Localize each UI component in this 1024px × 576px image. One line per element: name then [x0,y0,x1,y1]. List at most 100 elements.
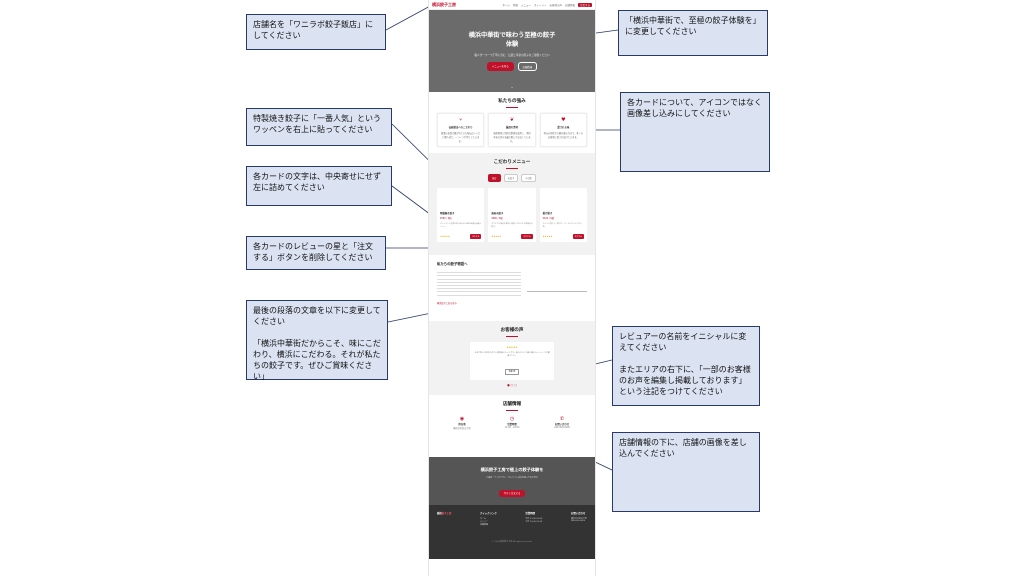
footer-link[interactable]: 店舗情報 [480,524,489,526]
story-section: 私たちの餃子物語へ 横浜餃子工房の歩み [429,255,595,321]
reviews-section: お客様の声 ★★★★★ 今まで食べた餃子の中で一番美味しかったです。皮のパリパリ… [429,321,595,395]
cta-title: 横浜餃子工房で極上の餃子体験を [480,467,544,472]
store-info-item: ◉ 所在地 横浜市中区山下町 [443,416,481,430]
menu-card-desc: カリッと香ばしく揚げた、ビールにぴったりの一品。 [542,223,583,228]
footer-col-title: お問い合わせ [570,512,586,515]
store-info-item: ◷ 営業時間 11:00 - 22:00 [493,416,531,430]
footer-col: クイックリンク ホーム メニュー 店舗情報 [480,511,497,526]
menu-section: こだわりメニュー 焼き 水餃子 その他 特製焼き餃子 ¥580 / 6個 パリッ… [429,153,595,255]
nav-link-menu[interactable]: メニュー [520,3,531,7]
annotation-badge: 特製焼き餃子に「一番人気」というワッペンを右上に貼ってください [246,108,392,146]
store-info-title: 営業時間 [507,423,517,426]
nav-order-button[interactable]: 注文する [577,2,592,7]
menu-card-image [542,191,584,211]
footer-text: 横浜市中区山下町 [570,518,587,520]
feature-card-title: 厳選の食材 [506,126,518,129]
footer-brand-name: 横浜 [437,512,442,515]
website-mockup: 横浜餃子工房 ホーム 特徴 メニュー ストーリー お客様の声 店舗情報 注文する… [428,0,596,576]
footer-col: 営業時間 平日 11:00-22:00 土日 10:00-22:00 [525,511,542,526]
cta-section: 横浜餃子工房で極上の餃子体験を ご来店・テイクアウト・オンライン注文を承っており… [429,457,595,505]
annotation-reviewer: レビュアーの名前をイニシャルに変えてください またエリアの右下に、「一部のお客様… [612,326,760,406]
tab-other[interactable]: その他 [521,174,536,182]
feature-card: ❦ 厳選の食材 国産豚肉と新鮮な野菜を使用し、素材本来の旨みを最大限に引き出して… [488,113,536,147]
footer-link[interactable]: メニュー [480,521,489,523]
store-info-title: 所在地 [458,423,466,426]
chevron-down-icon[interactable]: ⌄ [510,84,514,89]
footer: 横浜餃子工房 クイックリンク ホーム メニュー 店舗情報 営業時間 平日 11:… [429,505,595,559]
store-section: 店舗情報 ◉ 所在地 横浜市中区山下町 ◷ 営業時間 11:00 - 22:00… [429,395,595,457]
star-rating: ★★★★★ [542,235,553,238]
order-button[interactable]: 注文する [521,234,533,239]
hero-menu-button[interactable]: メニューを見る [486,62,514,71]
story-body [437,270,587,298]
store-info-title: お問い合わせ [554,423,570,426]
menu-cards: 特製焼き餃子 ¥580 / 6個 パリッとした羽根と肉汁あふれる餡が自慢の看板メ… [437,188,587,242]
cta-order-button[interactable]: 今すぐ注文する [498,489,526,497]
menu-card-image [440,191,482,211]
footer-brand: 横浜餃子工房 [437,511,451,526]
connector-store-name [385,4,433,31]
reviewer-name: 佐藤 様 [504,368,520,375]
heart-icon: ♥ [561,117,566,123]
phone-icon: ✆ [559,416,565,422]
footer-link[interactable]: ホーム [480,518,486,520]
clock-icon: ◷ [509,416,515,422]
cta-subtitle: ご来店・テイクアウト・オンライン注文を承っております [486,477,538,479]
order-button[interactable]: 注文する [572,234,584,239]
footer-text: 平日 11:00-22:00 [525,518,543,520]
feature-cards: ⑂ 伝統製法へのこだわり 創業以来受け継がれてきた秘伝のレシピと職人技で、一つ一… [437,113,587,147]
feature-card-title: 愛される味 [557,126,570,129]
features-title: 私たちの強み [498,99,526,104]
footer-columns: 横浜餃子工房 クイックリンク ホーム メニュー 店舗情報 営業時間 平日 11:… [437,511,587,526]
footer-text: 045-000-0000 [570,520,586,522]
feature-card: ♥ 愛される味 地元の皆様から観光客の方まで、多くのお客様に愛され続けています。 [539,113,587,147]
carousel-dots[interactable]: ● ○ ○ [507,383,517,387]
hero-subtitle: 職人が一つ一つ丁寧に包む、伝統と革新の餃子をご堪能ください [474,54,550,58]
hero-store-button[interactable]: 店舗情報 [517,62,538,71]
hero-section: 横浜中華街で味わう至極の餃子体験 職人が一つ一つ丁寧に包む、伝統と革新の餃子をご… [429,10,595,92]
menu-title: こだわりメニュー [493,160,531,165]
star-rating: ★★★★★ [440,235,450,238]
menu-card-name: 特製焼き餃子 [440,212,455,215]
annotation-hero-title: 「横浜中華街で、至極の餃子体験を」に変更してください [618,10,768,56]
nav-links: ホーム 特徴 メニュー ストーリー お客様の声 店舗情報 注文する [502,2,592,7]
chopsticks-icon: ⑂ [459,117,463,123]
leaf-icon: ❦ [509,117,515,123]
story-link[interactable]: 横浜餃子工房の歩み [437,301,457,305]
footer-brand-accent: 餃子工房 [441,512,452,515]
review-text: 今まで食べた餃子の中で一番美味しかったです。皮のパリパリ感と餡のジューシーさが最… [474,352,550,357]
menu-tabs: 焼き 水餃子 その他 [437,174,587,182]
menu-card-price: ¥580 / 6個 [440,217,452,220]
title-underline [506,336,518,337]
store-info-desc: 横浜市中区山下町 [453,427,471,430]
features-section: 私たちの強み ⑂ 伝統製法へのこだわり 創業以来受け継がれてきた秘伝のレシピと職… [429,92,595,153]
nav-link-store[interactable]: 店舗情報 [564,3,575,7]
nav-link-story[interactable]: ストーリー [533,3,547,7]
feature-card-desc: 国産豚肉と新鮮な野菜を使用し、素材本来の旨みを最大限に引き出しています。 [493,132,531,143]
top-nav: 横浜餃子工房 ホーム 特徴 メニュー ストーリー お客様の声 店舗情報 注文する [429,0,595,10]
menu-card-name: 揚げ餃子 [542,212,553,215]
tab-grilled[interactable]: 焼き [488,174,501,182]
title-underline [506,107,518,108]
story-image [527,270,587,292]
feature-card-title: 伝統製法へのこだわり [448,126,473,129]
order-button[interactable]: 注文する [470,234,482,239]
feature-card-desc: 創業以来受け継がれてきた秘伝のレシピと職人技で、一つ一つ手作りしています。 [441,132,481,143]
footer-col-title: クイックリンク [480,512,497,515]
menu-card-price: ¥680 / 6個 [491,217,503,220]
annotation-store-name: 店舗名を「ワニラボ餃子飯店」にしてください [246,14,386,50]
story-paragraphs [437,270,521,298]
site-logo[interactable]: 横浜餃子工房 [432,1,456,7]
store-info-desc: 11:00 - 22:00 [504,426,520,429]
menu-card: 海老水餃子 ¥680 / 6個 ぷりぷりの海老を贅沢に使用したもちもち食感の水餃… [488,188,536,242]
nav-link-home[interactable]: ホーム [502,3,510,7]
annotation-story-paragraph: 最後の段落の文章を以下に変更してください 「横浜中華街だからこそ、味にこだわり、… [246,300,388,381]
nav-link-features[interactable]: 特徴 [512,3,518,7]
title-underline [506,168,518,169]
store-info-items: ◉ 所在地 横浜市中区山下町 ◷ 営業時間 11:00 - 22:00 ✆ お問… [437,416,587,430]
nav-link-reviews[interactable]: お客様の声 [549,3,562,7]
annotation-remove-stars: 各カードのレビューの星と「注文する」ボタンを削除してください [246,236,386,270]
review-card: ★★★★★ 今まで食べた餃子の中で一番美味しかったです。皮のパリパリ感と餡のジュ… [470,342,554,380]
annotation-store-image: 店舗情報の下に、店舗の画像を差し込んでください [612,432,760,512]
tab-boiled[interactable]: 水餃子 [503,174,519,182]
